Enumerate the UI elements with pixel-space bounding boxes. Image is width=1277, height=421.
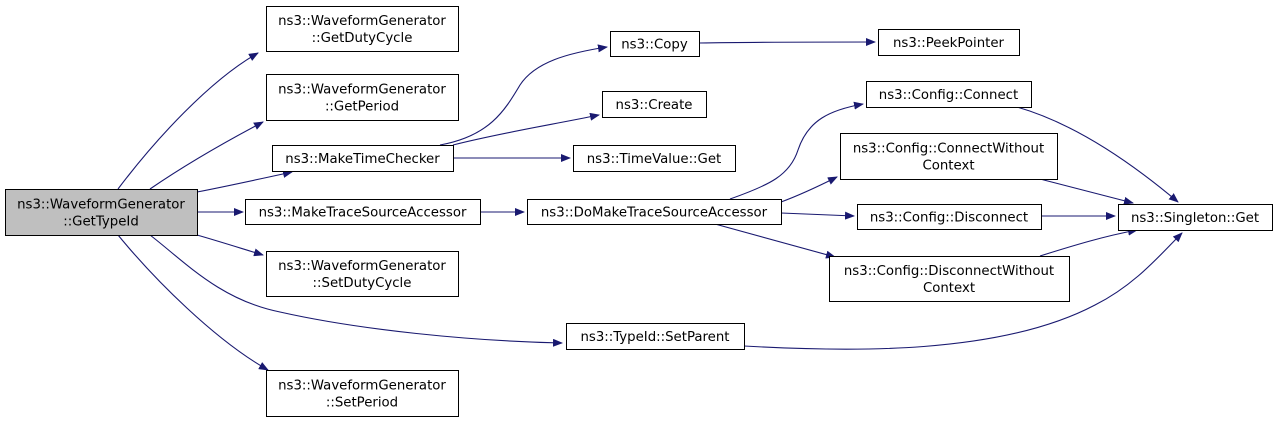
node-set-duty-cycle[interactable]: ns3::WaveformGenerator::SetDutyCycle xyxy=(266,251,459,297)
node-get-type-id[interactable]: ns3::WaveformGenerator::GetTypeId xyxy=(5,189,198,236)
node-box-config-disconnect xyxy=(857,204,1042,230)
edge-get-type-id-to-get-period xyxy=(149,121,264,190)
edge-make-time-checker-to-create xyxy=(452,112,600,146)
node-create[interactable]: ns3::Create xyxy=(602,91,707,118)
edge-get-type-id-to-set-period xyxy=(117,234,269,371)
node-box-config-connect-without-context xyxy=(840,133,1058,180)
edge-do-make-tsa-to-config-connect-without-context xyxy=(780,176,838,203)
node-label-config-connect-without-context-line-2: Context xyxy=(922,159,974,174)
edge-do-make-tsa-to-config-connect xyxy=(729,101,864,200)
edges xyxy=(117,38,1183,371)
node-singleton-get[interactable]: ns3::Singleton::Get xyxy=(1118,204,1273,231)
edge-get-type-id-to-type-id-set-parent xyxy=(149,234,563,347)
node-do-make-tsa[interactable]: ns3::DoMakeTraceSourceAccessor xyxy=(527,199,782,225)
node-label-get-type-id-line-2: ::GetTypeId xyxy=(63,215,139,230)
node-box-get-period xyxy=(266,74,459,121)
node-box-time-value-get xyxy=(573,145,736,172)
node-label-set-duty-cycle-line-1: ns3::WaveformGenerator xyxy=(278,259,446,274)
node-label-set-duty-cycle-line-2: ::SetDutyCycle xyxy=(313,276,412,291)
nodes: ns3::WaveformGenerator::GetTypeIdns3::Wa… xyxy=(5,6,1273,417)
node-box-do-make-tsa xyxy=(527,199,782,225)
node-box-create xyxy=(602,91,707,118)
node-config-disconnect[interactable]: ns3::Config::Disconnect xyxy=(857,204,1042,230)
edge-config-connect-without-context-to-singleton-get xyxy=(1039,178,1134,205)
edge-get-type-id-to-get-duty-cycle xyxy=(117,52,259,190)
node-label-peek-pointer: ns3::PeekPointer xyxy=(893,36,1005,51)
node-box-set-period xyxy=(266,370,459,417)
node-make-trace-source-accessor[interactable]: ns3::MakeTraceSourceAccessor xyxy=(245,199,481,225)
node-box-config-connect xyxy=(866,81,1032,108)
node-type-id-set-parent[interactable]: ns3::TypeId::SetParent xyxy=(566,323,745,350)
node-label-config-disconnect: ns3::Config::Disconnect xyxy=(870,211,1028,226)
node-box-config-disconnect-without-context xyxy=(829,256,1070,302)
node-get-duty-cycle[interactable]: ns3::WaveformGenerator::GetDutyCycle xyxy=(266,6,459,52)
node-box-copy xyxy=(610,31,700,57)
node-make-time-checker[interactable]: ns3::MakeTimeChecker xyxy=(272,145,454,172)
node-label-get-period-line-1: ns3::WaveformGenerator xyxy=(278,83,446,98)
edge-type-id-set-parent-to-singleton-get xyxy=(743,232,1183,350)
node-copy[interactable]: ns3::Copy xyxy=(610,31,700,57)
edge-get-type-id-to-set-duty-cycle xyxy=(196,234,264,257)
node-label-singleton-get: ns3::Singleton::Get xyxy=(1131,211,1259,226)
node-label-create: ns3::Create xyxy=(616,98,693,113)
node-label-copy: ns3::Copy xyxy=(621,38,688,53)
node-box-make-time-checker xyxy=(272,145,454,172)
node-time-value-get[interactable]: ns3::TimeValue::Get xyxy=(573,145,736,172)
node-label-get-duty-cycle-line-2: ::GetDutyCycle xyxy=(312,31,413,46)
edge-copy-to-peek-pointer xyxy=(698,38,876,47)
node-get-period[interactable]: ns3::WaveformGenerator::GetPeriod xyxy=(266,74,459,121)
node-label-config-disconnect-without-context-line-2: Context xyxy=(923,281,975,296)
node-label-type-id-set-parent: ns3::TypeId::SetParent xyxy=(580,330,729,345)
node-label-config-disconnect-without-context-line-1: ns3::Config::DisconnectWithout xyxy=(844,264,1054,279)
node-label-set-period-line-1: ns3::WaveformGenerator xyxy=(278,379,446,394)
node-label-get-type-id-line-1: ns3::WaveformGenerator xyxy=(17,198,185,213)
node-box-peek-pointer xyxy=(878,29,1020,56)
node-box-set-duty-cycle xyxy=(266,251,459,297)
edge-get-type-id-to-make-time-checker xyxy=(196,170,293,193)
edge-make-time-checker-to-copy xyxy=(439,44,608,146)
node-label-config-connect-without-context-line-1: ns3::Config::ConnectWithout xyxy=(853,142,1044,157)
node-label-config-connect: ns3::Config::Connect xyxy=(879,88,1018,103)
node-label-get-period-line-2: ::GetPeriod xyxy=(325,100,399,115)
edge-config-disconnect-without-context-to-singleton-get xyxy=(1039,227,1138,257)
node-box-singleton-get xyxy=(1118,204,1273,231)
node-label-make-time-checker: ns3::MakeTimeChecker xyxy=(285,152,440,167)
node-box-make-trace-source-accessor xyxy=(245,199,481,225)
node-box-get-type-id xyxy=(5,189,198,236)
node-label-do-make-tsa: ns3::DoMakeTraceSourceAccessor xyxy=(541,206,768,221)
node-label-get-duty-cycle-line-1: ns3::WaveformGenerator xyxy=(278,14,446,29)
edge-do-make-tsa-to-config-disconnect-without-context xyxy=(714,223,836,259)
node-label-make-trace-source-accessor: ns3::MakeTraceSourceAccessor xyxy=(259,206,467,221)
node-label-set-period-line-2: ::SetPeriod xyxy=(326,396,398,411)
node-peek-pointer[interactable]: ns3::PeekPointer xyxy=(878,29,1020,56)
edge-do-make-tsa-to-config-disconnect xyxy=(780,211,855,220)
node-label-time-value-get: ns3::TimeValue::Get xyxy=(587,152,722,167)
edge-config-connect-to-singleton-get xyxy=(1016,106,1179,203)
node-config-connect[interactable]: ns3::Config::Connect xyxy=(866,81,1032,108)
node-box-type-id-set-parent xyxy=(566,323,745,350)
node-box-get-duty-cycle xyxy=(266,6,459,52)
node-set-period[interactable]: ns3::WaveformGenerator::SetPeriod xyxy=(266,370,459,417)
